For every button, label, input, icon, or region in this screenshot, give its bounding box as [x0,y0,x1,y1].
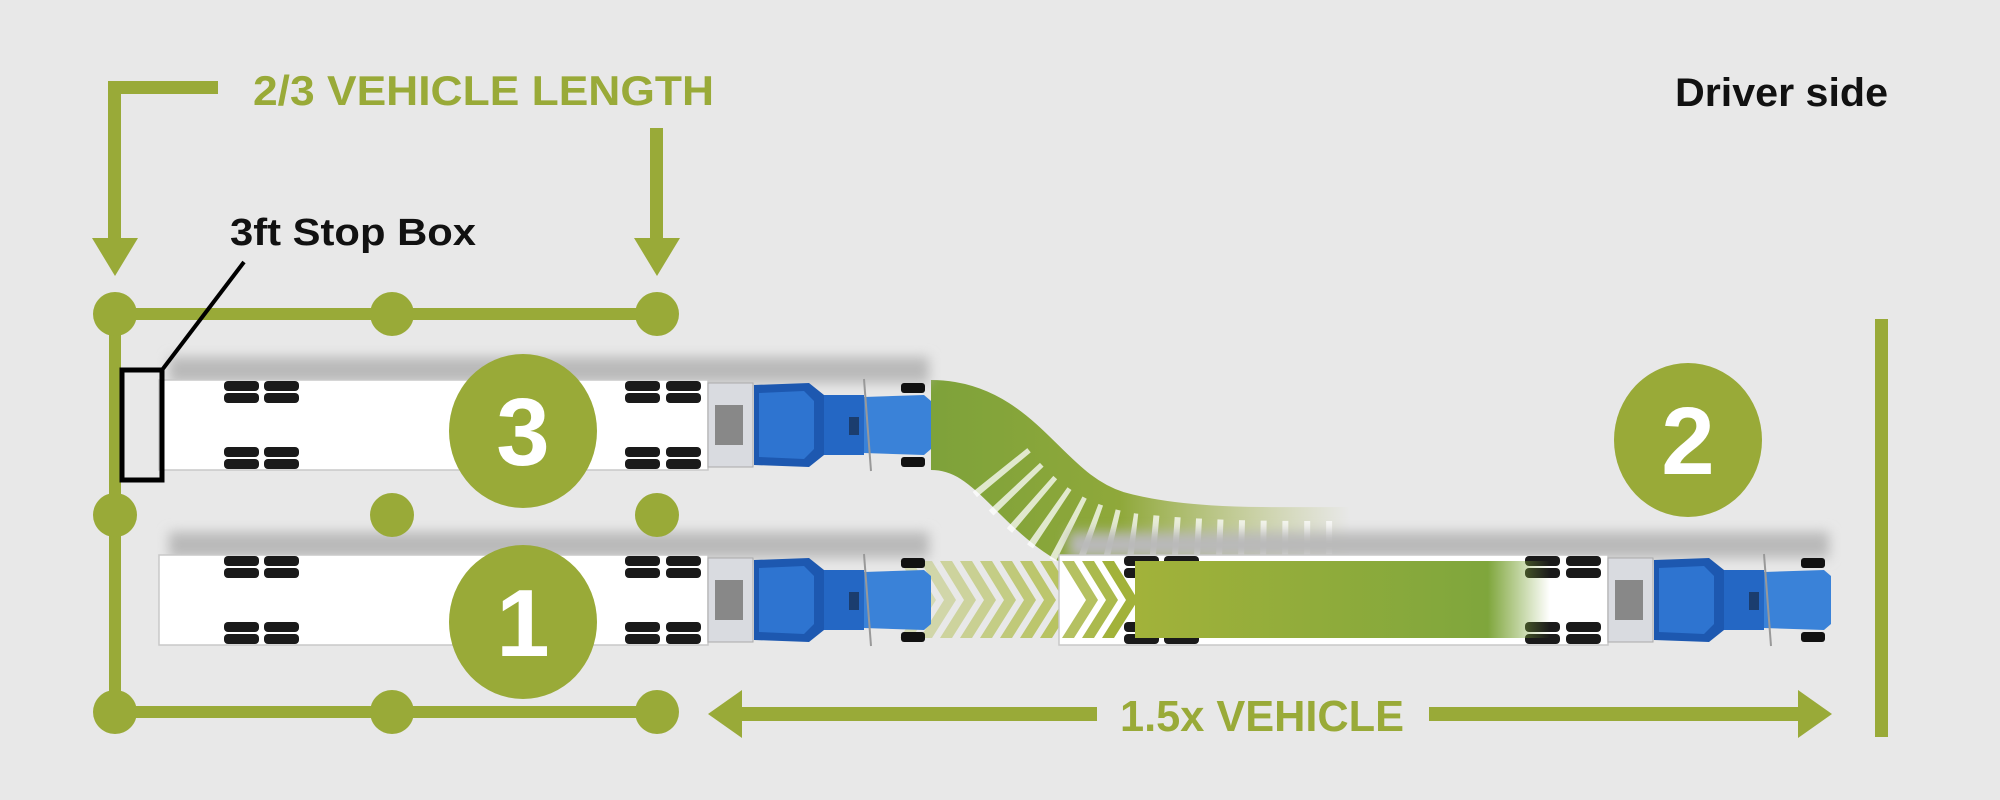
grid-dot [93,292,137,336]
arrow-down-icon [634,238,680,276]
arrow-right-icon [1798,690,1832,738]
grid-dot [635,690,679,734]
chevron-icon [960,561,996,638]
chevron-icon [940,561,976,638]
grid-dot [370,690,414,734]
bottom-measure-arrow [708,690,1832,738]
position-number: 3 [496,379,549,486]
trailer-chevrons [1062,561,1138,638]
stop-box-label: 3ft Stop Box [230,212,476,254]
chevron-icon [920,561,956,638]
top-measure-label: 2/3 VEHICLE LENGTH [253,67,714,114]
grid-dot [93,690,137,734]
grid-dot [370,493,414,537]
grid-dots [93,292,679,734]
trailer-path-overlay [1135,561,1550,638]
arrow-left-icon [708,690,742,738]
grid-dot [635,493,679,537]
top-measure-bracket [92,81,680,276]
chevron-icon [1020,561,1056,638]
position-number: 1 [496,570,549,677]
driver-side-label: Driver side [1675,71,1888,115]
driver-side-boundary-line [1875,319,1888,737]
position-marker-3: 3 [449,354,597,508]
chevron-icon [1102,561,1138,638]
chevron-icon [980,561,1016,638]
grid-dot [370,292,414,336]
arrow-down-icon [92,238,138,276]
stop-box-leader-line [160,260,246,372]
stop-box [119,367,165,483]
position-marker-1: 1 [449,545,597,699]
bottom-measure-label: 1.5x VEHICLE [1120,692,1404,741]
position-marker-2: 2 [1614,363,1762,517]
grid-dot [93,493,137,537]
grid-dot [635,292,679,336]
chevron-icon [1000,561,1036,638]
chevron-icon [1082,561,1118,638]
position-number: 2 [1661,388,1714,495]
chevron-icon [1062,561,1098,638]
